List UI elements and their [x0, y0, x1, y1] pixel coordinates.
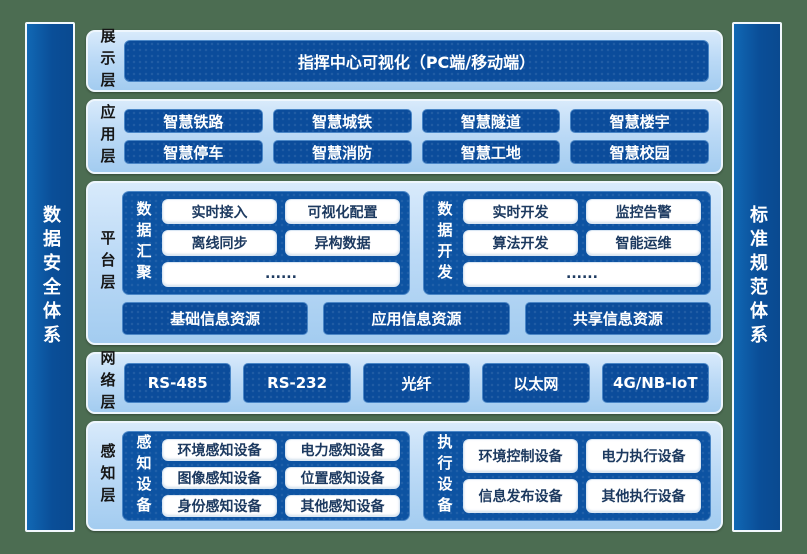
layers-column: 展示层 指挥中心可视化（PC端/移动端） 应用层 智慧铁路 智慧城铁 智慧隧道 …: [86, 28, 723, 531]
resource-shared-info: 共享信息资源: [524, 302, 711, 335]
platform-groups-row: 数据汇聚 实时接入 可视化配置 离线同步 异构数据 ...... 数据开发: [122, 191, 711, 295]
net-box-rs485: RS-485: [124, 363, 232, 403]
command-center-visualization-box: 指挥中心可视化（PC端/移动端）: [124, 40, 709, 82]
resource-basic-info: 基础信息资源: [122, 302, 309, 335]
app-box-smart-fire: 智慧消防: [272, 140, 412, 164]
group-data-development-label: 数据开发: [435, 201, 454, 285]
item-env-sensing: 环境感知设备: [162, 439, 277, 461]
layer-network-label: 网络层: [98, 350, 117, 416]
item-other-actuator: 其他执行设备: [586, 479, 701, 513]
layer-presentation-body: 指挥中心可视化（PC端/移动端）: [122, 38, 711, 84]
net-box-4g-nbiot: 4G/NB-IoT: [601, 363, 709, 403]
item-power-actuator: 电力执行设备: [586, 439, 701, 473]
net-box-ethernet: 以太网: [482, 363, 590, 403]
app-box-smart-campus: 智慧校园: [570, 140, 709, 164]
group-sensing-devices: 感知设备 环境感知设备 电力感知设备 图像感知设备 位置感知设备 身份感知设备 …: [122, 431, 410, 521]
layer-network: 网络层 RS-485 RS-232 光纤 以太网 4G/NB-IoT: [86, 350, 723, 416]
group-actuator-devices-grid: 环境控制设备 电力执行设备 信息发布设备 其他执行设备: [463, 439, 701, 513]
layer-perception-body: 感知设备 环境感知设备 电力感知设备 图像感知设备 位置感知设备 身份感知设备 …: [122, 429, 711, 523]
app-box-smart-parking: 智慧停车: [124, 140, 263, 164]
layer-application: 应用层 智慧铁路 智慧城铁 智慧隧道 智慧楼宇 智慧停车 智慧消防 智慧工地 智…: [86, 99, 723, 174]
layer-platform: 平台层 数据汇聚 实时接入 可视化配置 离线同步 异构数据 ......: [86, 181, 723, 345]
item-env-control: 环境控制设备: [463, 439, 578, 473]
net-box-rs232: RS-232: [243, 363, 351, 403]
layer-presentation-label: 展示层: [98, 28, 117, 94]
item-offline-sync: 离线同步: [162, 230, 277, 256]
item-realtime-dev: 实时开发: [463, 199, 578, 225]
app-box-smart-metro: 智慧城铁: [272, 109, 412, 133]
layer-presentation: 展示层 指挥中心可视化（PC端/移动端）: [86, 28, 723, 94]
resource-app-info: 应用信息资源: [323, 302, 510, 335]
app-box-smart-building: 智慧楼宇: [570, 109, 709, 133]
group-data-aggregation: 数据汇聚 实时接入 可视化配置 离线同步 异构数据 ......: [122, 191, 410, 295]
group-data-development: 数据开发 实时开发 监控告警 算法开发 智能运维 ......: [423, 191, 711, 295]
item-visual-config: 可视化配置: [285, 199, 400, 225]
item-info-publish: 信息发布设备: [463, 479, 578, 513]
app-box-smart-tunnel: 智慧隧道: [421, 109, 561, 133]
pillar-data-security-label: 数据安全体系: [40, 205, 61, 349]
group-data-aggregation-label: 数据汇聚: [134, 201, 153, 285]
layer-perception-label: 感知层: [98, 443, 117, 509]
layer-perception: 感知层 感知设备 环境感知设备 电力感知设备 图像感知设备 位置感知设备 身份感…: [86, 421, 723, 531]
item-heterogeneous-data: 异构数据: [285, 230, 400, 256]
group-data-development-grid: 实时开发 监控告警 算法开发 智能运维 ......: [463, 199, 701, 287]
layer-network-body: RS-485 RS-232 光纤 以太网 4G/NB-IoT: [122, 360, 711, 406]
group-sensing-devices-grid: 环境感知设备 电力感知设备 图像感知设备 位置感知设备 身份感知设备 其他感知设…: [162, 439, 400, 517]
layer-application-label: 应用层: [98, 103, 117, 170]
group-actuator-devices-label: 执行设备: [435, 434, 454, 518]
group-actuator-devices: 执行设备 环境控制设备 电力执行设备 信息发布设备 其他执行设备: [423, 431, 711, 521]
item-development-more: ......: [463, 261, 701, 287]
group-sensing-devices-label: 感知设备: [134, 434, 153, 518]
pillar-standards: 标准规范体系: [732, 22, 782, 532]
item-image-sensing: 图像感知设备: [162, 467, 277, 489]
net-box-fiber: 光纤: [362, 363, 471, 403]
layer-platform-body: 数据汇聚 实时接入 可视化配置 离线同步 异构数据 ...... 数据开发: [122, 189, 711, 337]
pillar-standards-label: 标准规范体系: [747, 205, 768, 349]
layer-platform-label: 平台层: [98, 230, 117, 296]
item-other-sensing: 其他感知设备: [285, 495, 400, 517]
platform-resources-row: 基础信息资源 应用信息资源 共享信息资源: [122, 302, 711, 335]
item-power-sensing: 电力感知设备: [285, 439, 400, 461]
app-box-smart-railway: 智慧铁路: [124, 109, 263, 133]
item-smart-ops: 智能运维: [586, 230, 701, 256]
item-position-sensing: 位置感知设备: [285, 467, 400, 489]
item-algorithm-dev: 算法开发: [463, 230, 578, 256]
layer-application-body: 智慧铁路 智慧城铁 智慧隧道 智慧楼宇 智慧停车 智慧消防 智慧工地 智慧校园: [122, 107, 711, 166]
pillar-data-security: 数据安全体系: [25, 22, 75, 532]
item-monitor-alert: 监控告警: [586, 199, 701, 225]
item-realtime-access: 实时接入: [162, 199, 277, 225]
item-identity-sensing: 身份感知设备: [162, 495, 277, 517]
app-box-smart-site: 智慧工地: [421, 140, 561, 164]
item-aggregation-more: ......: [162, 261, 400, 287]
group-data-aggregation-grid: 实时接入 可视化配置 离线同步 异构数据 ......: [162, 199, 400, 287]
